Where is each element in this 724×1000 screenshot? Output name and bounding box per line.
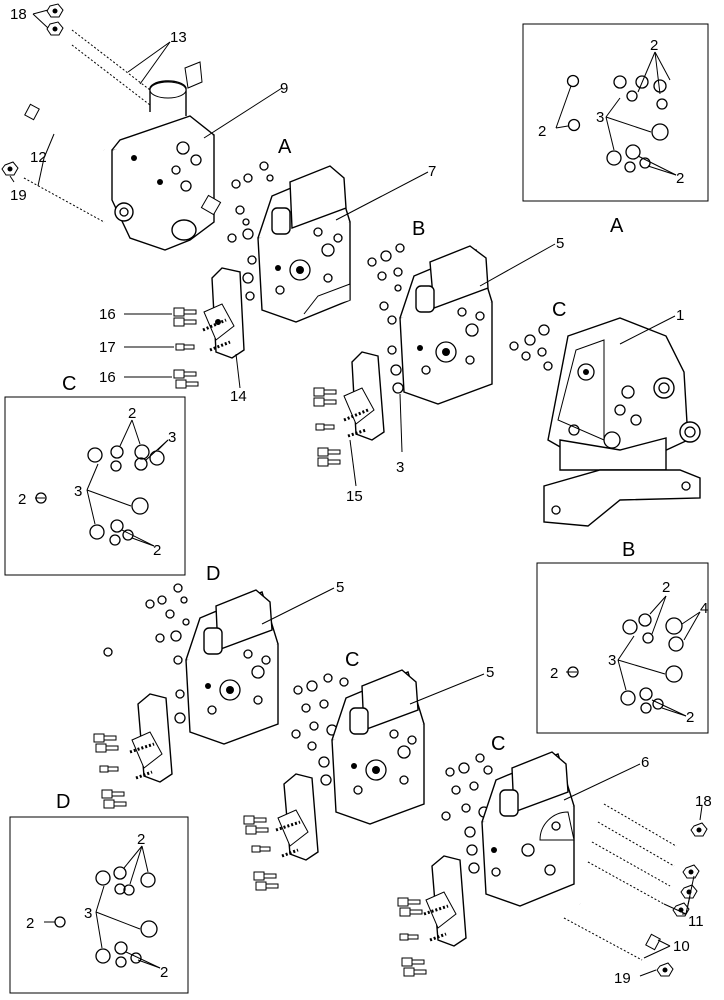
detail-d-label-top: 2 [137, 831, 145, 848]
callout-6: 6 [641, 754, 649, 771]
detail-d-label-pack: 3 [84, 905, 92, 922]
detail-b-title: B [622, 539, 635, 561]
callout-1: 1 [676, 307, 684, 324]
callout-13: 13 [170, 29, 187, 46]
detail-a-label-ring-a: 2 [538, 123, 546, 140]
callout-16-b: 16 [99, 369, 116, 386]
callout-14: 14 [230, 388, 247, 405]
tie-studs-13 [71, 28, 151, 107]
callout-5-c: 5 [486, 664, 494, 681]
callout-18-right: 18 [695, 793, 712, 810]
seal-rings-a [227, 161, 274, 301]
detail-d-label-ring: 2 [26, 915, 34, 932]
valve-section-7: A [227, 136, 351, 323]
detail-c-label-pack: 3 [74, 483, 82, 500]
callout-10: 10 [673, 938, 690, 955]
section-label-c-low: C [491, 733, 505, 755]
end-cap-assembly-14 [173, 267, 245, 389]
callout-3-mid: 3 [396, 459, 404, 476]
detail-b-label-bottom: 2 [686, 709, 694, 726]
seal-rings-c-upper [509, 324, 553, 371]
tie-studs-right [563, 802, 708, 977]
valve-section-5-d: D [93, 563, 279, 809]
seal-rings-b [367, 243, 405, 394]
section-label-b: B [412, 218, 425, 240]
section-label-c-inlet: C [552, 299, 566, 321]
detail-box-b: B 2 2 4 3 2 [536, 539, 709, 734]
callout-17: 17 [99, 339, 116, 356]
detail-c-label-bottom: 2 [153, 542, 161, 559]
detail-b-label-pack: 3 [608, 652, 616, 669]
valve-section-5-c: C [243, 649, 425, 891]
detail-a-label-top: 2 [650, 37, 658, 54]
inlet-cover-assembly [1, 3, 222, 251]
detail-c-title: C [62, 373, 76, 395]
callout-12: 12 [30, 149, 47, 166]
callout-5-b: 5 [556, 235, 564, 252]
detail-b-label-pack-right: 4 [700, 600, 708, 617]
screws-16-17 [173, 307, 199, 389]
valve-outlet-section-6: C [397, 733, 575, 977]
callout-7: 7 [428, 163, 436, 180]
section-label-c-mid: C [345, 649, 359, 671]
seal-rings-c-mid [291, 673, 349, 786]
detail-c-label-ring: 2 [18, 491, 26, 508]
detail-d-title: D [56, 791, 70, 813]
valve-inlet-section-1: C [509, 299, 701, 527]
callout-15: 15 [346, 488, 363, 505]
detail-box-c: C 2 2 3 3 2 [4, 373, 186, 576]
callout-19-bottom: 19 [614, 970, 631, 987]
callout-9: 9 [280, 80, 288, 97]
detail-b-label-ring: 2 [550, 665, 558, 682]
detail-c-label-pack-right: 3 [168, 429, 176, 446]
callout-19-left: 19 [10, 187, 27, 204]
section-label-d: D [206, 563, 220, 585]
callout-11: 11 [688, 913, 704, 930]
detail-d-label-bottom: 2 [160, 964, 168, 981]
detail-a-title: A [610, 215, 624, 237]
callout-18-top: 18 [10, 6, 27, 23]
detail-box-d: D 2 2 3 2 [9, 791, 189, 994]
valve-section-5-upper: B [313, 218, 493, 467]
detail-a-label-bottom: 2 [676, 170, 684, 187]
callout-numbers: 18 13 9 12 19 7 5 1 16 17 16 14 3 15 5 5… [10, 6, 712, 987]
callout-5-d: 5 [336, 579, 344, 596]
detail-box-a: A 2 2 3 2 [522, 23, 709, 237]
section-label-a: A [278, 136, 292, 158]
detail-a-label-pack: 3 [596, 109, 604, 126]
callout-16-a: 16 [99, 306, 116, 323]
seal-rings-d [103, 583, 190, 724]
detail-b-label-top: 2 [662, 579, 670, 596]
leader-lines [9, 9, 703, 977]
inlet-cover-body-9 [111, 61, 222, 251]
detail-c-label-top: 2 [128, 405, 136, 422]
